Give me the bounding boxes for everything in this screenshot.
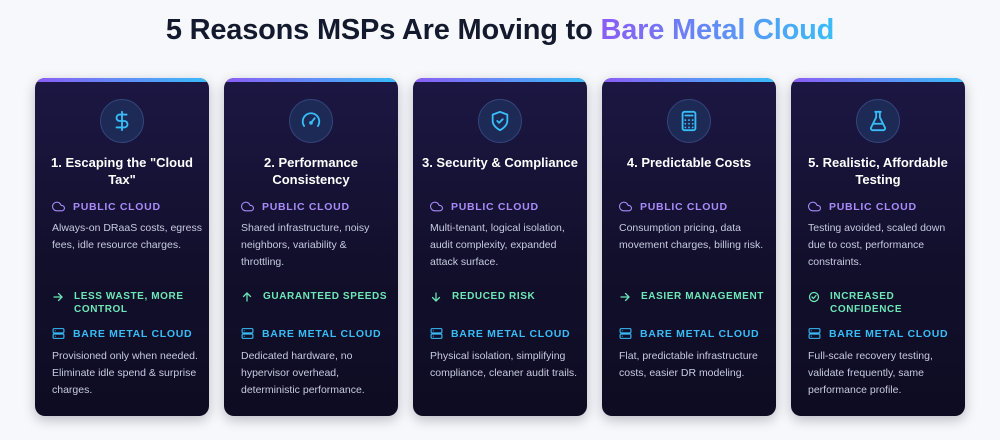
public-cloud-description: Always-on DRaaS costs, egress fees, idle… [52, 222, 202, 251]
reason-card-1: 1. Escaping the "Cloud Tax" PUBLIC CLOUD… [35, 78, 209, 416]
card-title: 2. Performance Consistency [264, 155, 358, 187]
card-title: 5. Realistic, Affordable Testing [808, 155, 948, 187]
bare-metal-label: BARE METAL CLOUD [52, 327, 192, 340]
flask-icon [856, 99, 900, 143]
public-cloud-label-text: PUBLIC CLOUD [73, 200, 161, 213]
server-icon [52, 328, 65, 339]
bare-metal-description: Physical isolation, simplifying complian… [430, 350, 578, 379]
bare-metal-label: BARE METAL CLOUD [808, 327, 948, 340]
check-circle-icon [808, 291, 820, 303]
public-cloud-label: PUBLIC CLOUD [430, 200, 539, 213]
reason-card-4: 4. Predictable Costs PUBLIC CLOUD Consum… [602, 78, 776, 416]
server-icon [241, 328, 254, 339]
benefit-badge: LESS WASTE, MORE CONTROL [52, 290, 202, 316]
benefit-text: INCREASED CONFIDENCE [830, 291, 903, 315]
card-title: 4. Predictable Costs [626, 155, 752, 170]
benefit-text: REDUCED RISK [452, 291, 536, 302]
reason-card-2: 2. Performance Consistency PUBLIC CLOUD … [224, 78, 398, 416]
server-icon [808, 328, 821, 339]
public-cloud-label-text: PUBLIC CLOUD [262, 200, 350, 213]
card-title: 1. Escaping the "Cloud Tax" [51, 155, 193, 187]
public-cloud-label: PUBLIC CLOUD [52, 200, 161, 213]
public-cloud-description: Testing avoided, scaled down due to cost… [808, 222, 946, 268]
card-accent-bar [224, 78, 398, 82]
dollar-icon [100, 99, 144, 143]
bare-metal-label: BARE METAL CLOUD [241, 327, 381, 340]
arrow-up-icon [242, 292, 252, 302]
title-accent: Bare Metal Cloud [600, 14, 835, 46]
benefit-text: GUARANTEED SPEEDS [263, 291, 388, 302]
card-accent-bar [791, 78, 965, 82]
arrow-right-icon [620, 292, 630, 302]
benefit-badge: EASIER MANAGEMENT [619, 290, 769, 303]
bare-metal-description: Flat, predictable infrastructure costs, … [619, 350, 758, 379]
cloud-icon [430, 201, 443, 212]
reasons-cards: 1. Escaping the "Cloud Tax" PUBLIC CLOUD… [35, 78, 965, 416]
bare-metal-label-text: BARE METAL CLOUD [262, 327, 382, 340]
card-accent-bar [413, 78, 587, 82]
cloud-icon [241, 201, 254, 212]
bare-metal-label-text: BARE METAL CLOUD [73, 327, 193, 340]
bare-metal-label: BARE METAL CLOUD [430, 327, 570, 340]
reason-card-5: 5. Realistic, Affordable Testing PUBLIC … [791, 78, 965, 416]
bare-metal-description: Full-scale recovery testing, validate fr… [808, 350, 933, 396]
bare-metal-label-text: BARE METAL CLOUD [640, 327, 760, 340]
benefit-badge: REDUCED RISK [430, 290, 580, 303]
server-icon [619, 328, 632, 339]
cloud-icon [808, 201, 821, 212]
public-cloud-description: Multi-tenant, logical isolation, audit c… [430, 222, 565, 268]
benefit-badge: INCREASED CONFIDENCE [808, 290, 958, 316]
server-icon [430, 328, 443, 339]
public-cloud-label-text: PUBLIC CLOUD [640, 200, 728, 213]
public-cloud-label: PUBLIC CLOUD [619, 200, 728, 213]
bare-metal-label-text: BARE METAL CLOUD [829, 327, 949, 340]
card-title: 3. Security & Compliance [421, 155, 579, 170]
arrow-right-icon [53, 292, 63, 302]
public-cloud-label-text: PUBLIC CLOUD [829, 200, 917, 213]
public-cloud-label: PUBLIC CLOUD [808, 200, 917, 213]
bare-metal-description: Dedicated hardware, no hypervisor overhe… [241, 350, 365, 396]
calculator-icon [667, 99, 711, 143]
page-title: 5 Reasons MSPs Are Moving to Bare Metal … [0, 14, 1000, 47]
public-cloud-label: PUBLIC CLOUD [241, 200, 350, 213]
card-accent-bar [602, 78, 776, 82]
cloud-icon [619, 201, 632, 212]
public-cloud-description: Consumption pricing, data movement charg… [619, 222, 764, 251]
benefit-badge: GUARANTEED SPEEDS [241, 290, 391, 303]
public-cloud-label-text: PUBLIC CLOUD [451, 200, 539, 213]
benefit-text: EASIER MANAGEMENT [641, 291, 764, 302]
bare-metal-description: Provisioned only when needed. Eliminate … [52, 350, 198, 396]
cloud-icon [52, 201, 65, 212]
title-prefix: 5 Reasons MSPs Are Moving to [165, 14, 601, 46]
card-accent-bar [35, 78, 209, 82]
bare-metal-label: BARE METAL CLOUD [619, 327, 759, 340]
gauge-icon [289, 99, 333, 143]
arrow-down-icon [431, 292, 441, 302]
bare-metal-label-text: BARE METAL CLOUD [451, 327, 571, 340]
shield-check-icon [478, 99, 522, 143]
reason-card-3: 3. Security & Compliance PUBLIC CLOUD Mu… [413, 78, 587, 416]
benefit-text: LESS WASTE, MORE CONTROL [74, 291, 184, 315]
public-cloud-description: Shared infrastructure, noisy neighbors, … [241, 222, 370, 268]
